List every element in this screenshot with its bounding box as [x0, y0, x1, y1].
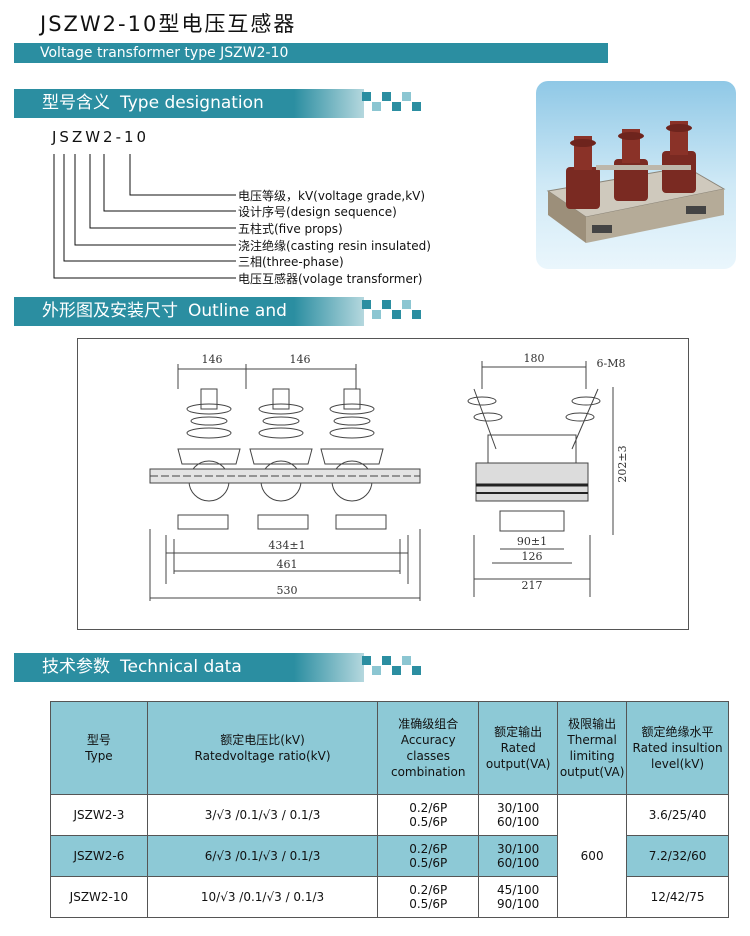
designation-item: 电压互感器(volage transformer) [238, 272, 423, 286]
cell-insulation: 3.6/25/40 [626, 794, 729, 836]
cell-ratio: 6/√3 /0.1/√3 / 0.1/3 [146, 835, 379, 877]
designation-item: 设计序号(design sequence) [238, 205, 397, 219]
section-type-designation: 型号含义 Type designation [14, 89, 364, 118]
decor-squares [360, 88, 424, 118]
subtitle-bar: Voltage transformer type JSZW2-10 [14, 43, 608, 63]
cell-ratio: 10/√3 /0.1/√3 / 0.1/3 [146, 876, 379, 918]
section-title-en: Technical data [120, 657, 242, 677]
cell-insulation: 7.2/32/60 [626, 835, 729, 877]
cell-type: JSZW2-3 [50, 794, 148, 836]
dim-label: 434±1 [268, 539, 305, 552]
col-header-ratio: 额定电压比(kV)Ratedvoltage ratio(kV) [146, 701, 379, 795]
decor-squares [360, 296, 424, 326]
cell-type: JSZW2-10 [50, 876, 148, 918]
designation-leaders [53, 154, 236, 279]
dim-label: 90±1 [517, 535, 547, 548]
dim-label: 180 [524, 352, 545, 365]
dim-label: 126 [522, 550, 543, 563]
section-title-en: Type designation [120, 93, 264, 113]
section-title-cn: 技术参数 [42, 657, 110, 677]
dim-label: 146 [202, 353, 223, 366]
product-photo [536, 81, 736, 269]
designation-item: 电压等级，kV(voltage grade,kV) [238, 189, 426, 203]
dim-label: 461 [277, 558, 298, 571]
section-title-cn: 外形图及安装尺寸 [42, 301, 178, 321]
model-code: JSZW2-10 [52, 128, 150, 146]
dim-label: 6-M8 [597, 357, 626, 370]
decor-squares [360, 652, 424, 682]
page-title: JSZW2-10型电压互感器 [40, 12, 297, 36]
dim-label: 217 [522, 579, 543, 592]
cell-insulation: 12/42/75 [626, 876, 729, 918]
dim-label: 530 [277, 584, 298, 597]
outline-drawing: 146 146 434±1 461 530 180 6-M8 202±3 90±… [77, 338, 689, 630]
section-technical: 技术参数 Technical data [14, 653, 364, 682]
dim-label: 146 [290, 353, 311, 366]
section-title-cn: 型号含义 [42, 93, 110, 113]
designation-item: 浇注绝缘(casting resin insulated) [238, 239, 431, 253]
cell-type: JSZW2-6 [50, 835, 148, 877]
designation-item: 五柱式(five props) [238, 222, 343, 236]
dim-label: 202±3 [616, 445, 629, 482]
cell-limit-output: 600 [557, 794, 628, 918]
designation-item: 三相(three-phase) [238, 255, 344, 269]
cell-ratio: 3/√3 /0.1/√3 / 0.1/3 [146, 794, 379, 836]
